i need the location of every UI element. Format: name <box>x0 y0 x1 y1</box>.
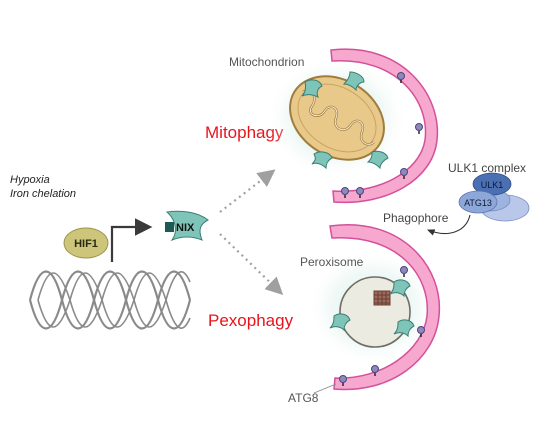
arrow-to-mitophagy <box>219 169 276 213</box>
nix-label: NIX <box>176 222 195 234</box>
phagophore-membrane-lower <box>329 224 441 391</box>
pexophagy-label: Pexophagy <box>208 311 294 330</box>
atg8-label: ATG8 <box>288 391 319 405</box>
peroxisome-label: Peroxisome <box>300 255 364 269</box>
hif1-protein <box>63 227 109 259</box>
arrow-to-pexophagy <box>219 233 284 296</box>
atg8-pointer <box>313 383 337 394</box>
ulk1-complex <box>458 172 530 222</box>
dna-double-helix <box>28 270 192 330</box>
atg8-proteins <box>339 72 425 383</box>
peroxisome <box>339 276 411 348</box>
nix-receptor <box>165 210 209 242</box>
mito-nix-receptors <box>301 71 389 170</box>
transcription-arrow <box>110 218 153 262</box>
atg13-label: ATG13 <box>464 198 492 208</box>
mitochondrion-label: Mitochondrion <box>229 55 304 69</box>
phagophore-label: Phagophore <box>383 211 449 225</box>
atg8-anchors <box>342 80 422 386</box>
mitophagy-label: Mitophagy <box>205 123 284 142</box>
ulk1-to-phagophore-arrow <box>426 214 471 236</box>
peroxisome-crystalloid-core <box>373 290 391 306</box>
perox-nix-receptors <box>329 279 415 338</box>
condition-iron-chelation-label: Iron chelation <box>10 188 76 200</box>
hif1-label: HIF1 <box>74 238 98 250</box>
ulk1-complex-label: ULK1 complex <box>448 161 526 175</box>
condition-hypoxia-label: Hypoxia <box>10 174 50 186</box>
atg13-subunit <box>458 190 498 214</box>
phagophore-membrane-upper <box>330 48 439 204</box>
ulk1-label: ULK1 <box>481 180 504 190</box>
